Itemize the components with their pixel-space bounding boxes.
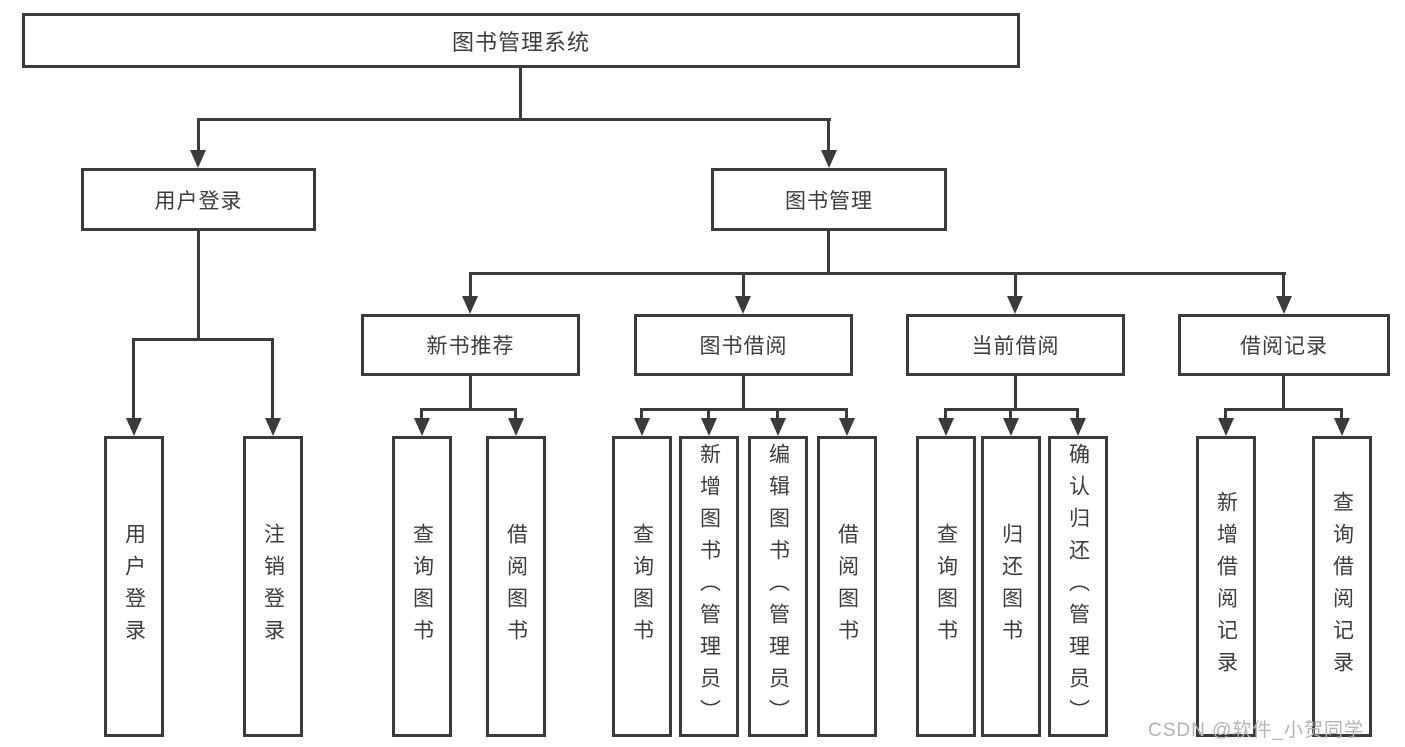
arrow-down-icon <box>1218 418 1234 436</box>
node-label: 借阅记录 <box>1240 335 1328 358</box>
leaf-recommend-query-books: 查询图书 <box>392 436 452 737</box>
connector-line <box>1282 272 1285 299</box>
node-label: 借阅图书 <box>504 522 528 651</box>
connector-line <box>944 408 947 422</box>
arrow-down-icon <box>735 296 751 314</box>
node-label: 注销登录 <box>261 522 285 651</box>
node-label: 借阅图书 <box>835 522 859 651</box>
leaf-borrow-edit-books-admin: 编辑图书（管理员） <box>748 436 808 737</box>
node-label: 新增借阅记录 <box>1214 490 1238 683</box>
connector-line <box>1014 376 1017 411</box>
arrow-down-icon <box>1334 418 1350 436</box>
connector-line <box>514 408 517 422</box>
node-label: 用户登录 <box>122 522 146 651</box>
connector-line <box>469 272 1286 275</box>
node-module-new-book-recommend: 新书推荐 <box>361 314 580 376</box>
node-user-login-branch: 用户登录 <box>81 168 316 231</box>
connector-line <box>469 376 472 411</box>
arrow-down-icon <box>770 418 786 436</box>
node-root: 图书管理系统 <box>22 13 1020 68</box>
node-label: 图书管理 <box>785 189 873 213</box>
arrow-down-icon <box>508 418 524 436</box>
node-label: 查询图书 <box>934 522 958 651</box>
leaf-recommend-borrow-books: 借阅图书 <box>486 436 546 737</box>
connector-line <box>197 231 200 341</box>
connector-line <box>1224 408 1227 422</box>
connector-line <box>197 118 200 154</box>
connector-line <box>1340 408 1343 422</box>
arrow-down-icon <box>634 418 650 436</box>
leaf-records-add-record: 新增借阅记录 <box>1196 436 1256 737</box>
connector-line <box>707 408 710 422</box>
connector-line <box>742 376 745 411</box>
connector-line <box>742 272 745 299</box>
arrow-down-icon <box>701 418 717 436</box>
node-module-current-borrow: 当前借阅 <box>906 314 1125 376</box>
connector-line <box>1076 408 1079 422</box>
leaf-records-query-record: 查询借阅记录 <box>1312 436 1372 737</box>
node-label: 编辑图书（管理员） <box>766 442 790 731</box>
node-module-borrow-records: 借阅记录 <box>1178 314 1390 376</box>
connector-line <box>1014 272 1017 299</box>
connector-line <box>132 338 135 424</box>
leaf-borrow-add-books-admin: 新增图书（管理员） <box>679 436 739 737</box>
arrow-down-icon <box>839 418 855 436</box>
connector-line <box>827 118 830 154</box>
leaf-user-login: 用户登录 <box>104 436 164 737</box>
connector-line <box>469 272 472 299</box>
node-module-book-borrow: 图书借阅 <box>634 314 853 376</box>
node-label: 归还图书 <box>999 522 1023 651</box>
node-root-label: 图书管理系统 <box>451 29 590 55</box>
arrow-down-icon <box>1070 418 1086 436</box>
leaf-logout: 注销登录 <box>243 436 303 737</box>
connector-line <box>420 408 517 411</box>
node-label: 图书借阅 <box>699 335 788 358</box>
node-label: 查询借阅记录 <box>1330 490 1354 683</box>
node-book-management-branch: 图书管理 <box>711 168 947 231</box>
arrow-down-icon <box>938 418 954 436</box>
node-label: 当前借阅 <box>971 335 1060 358</box>
connector-line <box>776 408 779 422</box>
node-label: 新增图书（管理员） <box>697 442 721 731</box>
node-label: 查询图书 <box>410 522 434 651</box>
connector-line <box>827 231 830 275</box>
connector-line <box>845 408 848 422</box>
connector-line <box>1224 408 1343 411</box>
arrow-down-icon <box>265 418 281 436</box>
connector-line <box>1009 408 1012 422</box>
arrow-down-icon <box>1276 296 1292 314</box>
leaf-current-return-books: 归还图书 <box>981 436 1041 737</box>
connector-line <box>197 118 831 121</box>
connector-line <box>519 68 522 121</box>
arrow-down-icon <box>190 150 206 168</box>
connector-line <box>1282 376 1285 411</box>
leaf-borrow-query-books: 查询图书 <box>612 436 672 737</box>
arrow-down-icon <box>462 296 478 314</box>
leaf-borrow-borrow-books: 借阅图书 <box>817 436 877 737</box>
arrow-down-icon <box>1003 418 1019 436</box>
arrow-down-icon <box>126 418 142 436</box>
arrow-down-icon <box>1007 296 1023 314</box>
leaf-current-query-books: 查询图书 <box>916 436 976 737</box>
connector-line <box>271 338 274 424</box>
connector-line <box>420 408 423 422</box>
watermark: CSDN @软件_小贺同学 <box>1148 720 1364 741</box>
node-label: 用户登录 <box>154 189 243 213</box>
leaf-current-confirm-return-admin: 确认归还（管理员） <box>1048 436 1108 737</box>
arrow-down-icon <box>821 150 837 168</box>
connector-line <box>132 338 274 341</box>
connector-line <box>640 408 643 422</box>
connector-line <box>640 408 848 411</box>
arrow-down-icon <box>414 418 430 436</box>
node-label: 确认归还（管理员） <box>1066 442 1090 731</box>
node-label: 新书推荐 <box>426 335 515 358</box>
node-label: 查询图书 <box>630 522 654 651</box>
